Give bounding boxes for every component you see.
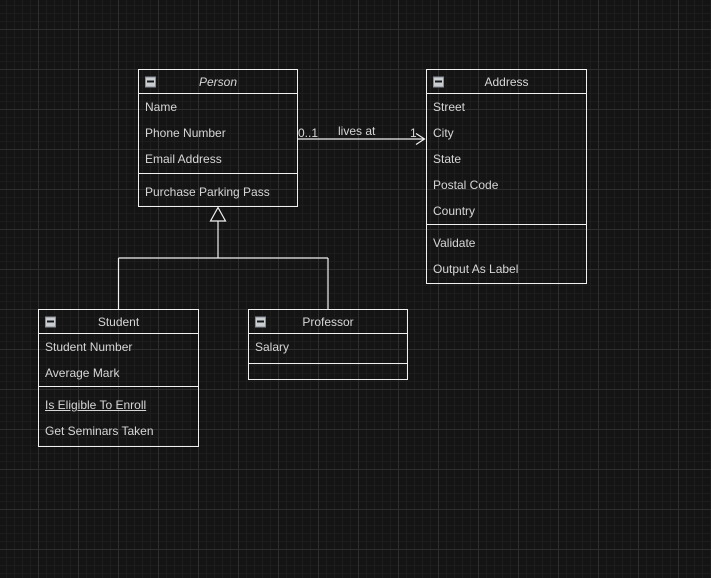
class-title: Address — [484, 75, 529, 89]
attribute-row[interactable]: Student Number — [45, 340, 133, 354]
methods-section: Purchase Parking Pass — [139, 174, 297, 205]
method-row[interactable]: Is Eligible To Enroll — [45, 398, 147, 412]
open-arrowhead-icon — [415, 132, 426, 146]
class-professor[interactable]: Professor Salary — [248, 309, 408, 380]
attribute-row[interactable]: Country — [433, 204, 476, 218]
method-row[interactable]: Get Seminars Taken — [45, 424, 154, 438]
class-title: Student — [97, 315, 140, 329]
attribute-row[interactable]: Salary — [255, 340, 290, 354]
attribute-row[interactable]: State — [433, 152, 462, 166]
collapse-minus-icon[interactable] — [433, 76, 444, 87]
method-row[interactable]: Output As Label — [433, 262, 519, 276]
class-person-titlebar[interactable]: Person — [139, 70, 297, 94]
attributes-section: Student Number Average Mark — [39, 334, 198, 387]
class-title: Professor — [302, 315, 354, 329]
collapse-minus-icon[interactable] — [255, 316, 266, 327]
class-student-titlebar[interactable]: Student — [39, 310, 198, 334]
collapse-minus-icon[interactable] — [45, 316, 56, 327]
attribute-row[interactable]: Street — [433, 100, 466, 114]
attributes-section: Street City State Postal Code Country — [427, 94, 586, 225]
method-row[interactable]: Validate — [433, 236, 476, 250]
association-target-multiplicity[interactable]: 1 — [410, 126, 417, 140]
collapse-minus-icon[interactable] — [145, 76, 156, 87]
attribute-row[interactable]: Email Address — [145, 152, 222, 166]
hollow-triangle-icon — [209, 206, 227, 222]
association-label[interactable]: lives at — [338, 124, 376, 138]
class-person[interactable]: Person Name Phone Number Email Address P… — [138, 69, 298, 207]
class-address[interactable]: Address Street City State Postal Code Co… — [426, 69, 587, 284]
methods-section — [249, 364, 407, 369]
attribute-row[interactable]: Name — [145, 100, 178, 114]
class-professor-titlebar[interactable]: Professor — [249, 310, 407, 334]
attributes-section: Name Phone Number Email Address — [139, 94, 297, 174]
attribute-row[interactable]: Average Mark — [45, 366, 120, 380]
attribute-row[interactable]: Phone Number — [145, 126, 226, 140]
class-title: Person — [198, 75, 238, 89]
methods-section: Validate Output As Label — [427, 225, 586, 282]
attributes-section: Salary — [249, 334, 407, 364]
class-address-titlebar[interactable]: Address — [427, 70, 586, 94]
class-student[interactable]: Student Student Number Average Mark Is E… — [38, 309, 199, 447]
association-source-multiplicity[interactable]: 0..1 — [298, 126, 319, 140]
attribute-row[interactable]: City — [433, 126, 454, 140]
attribute-row[interactable]: Postal Code — [433, 178, 499, 192]
methods-section: Is Eligible To Enroll Get Seminars Taken — [39, 387, 198, 444]
method-row[interactable]: Purchase Parking Pass — [145, 185, 270, 199]
